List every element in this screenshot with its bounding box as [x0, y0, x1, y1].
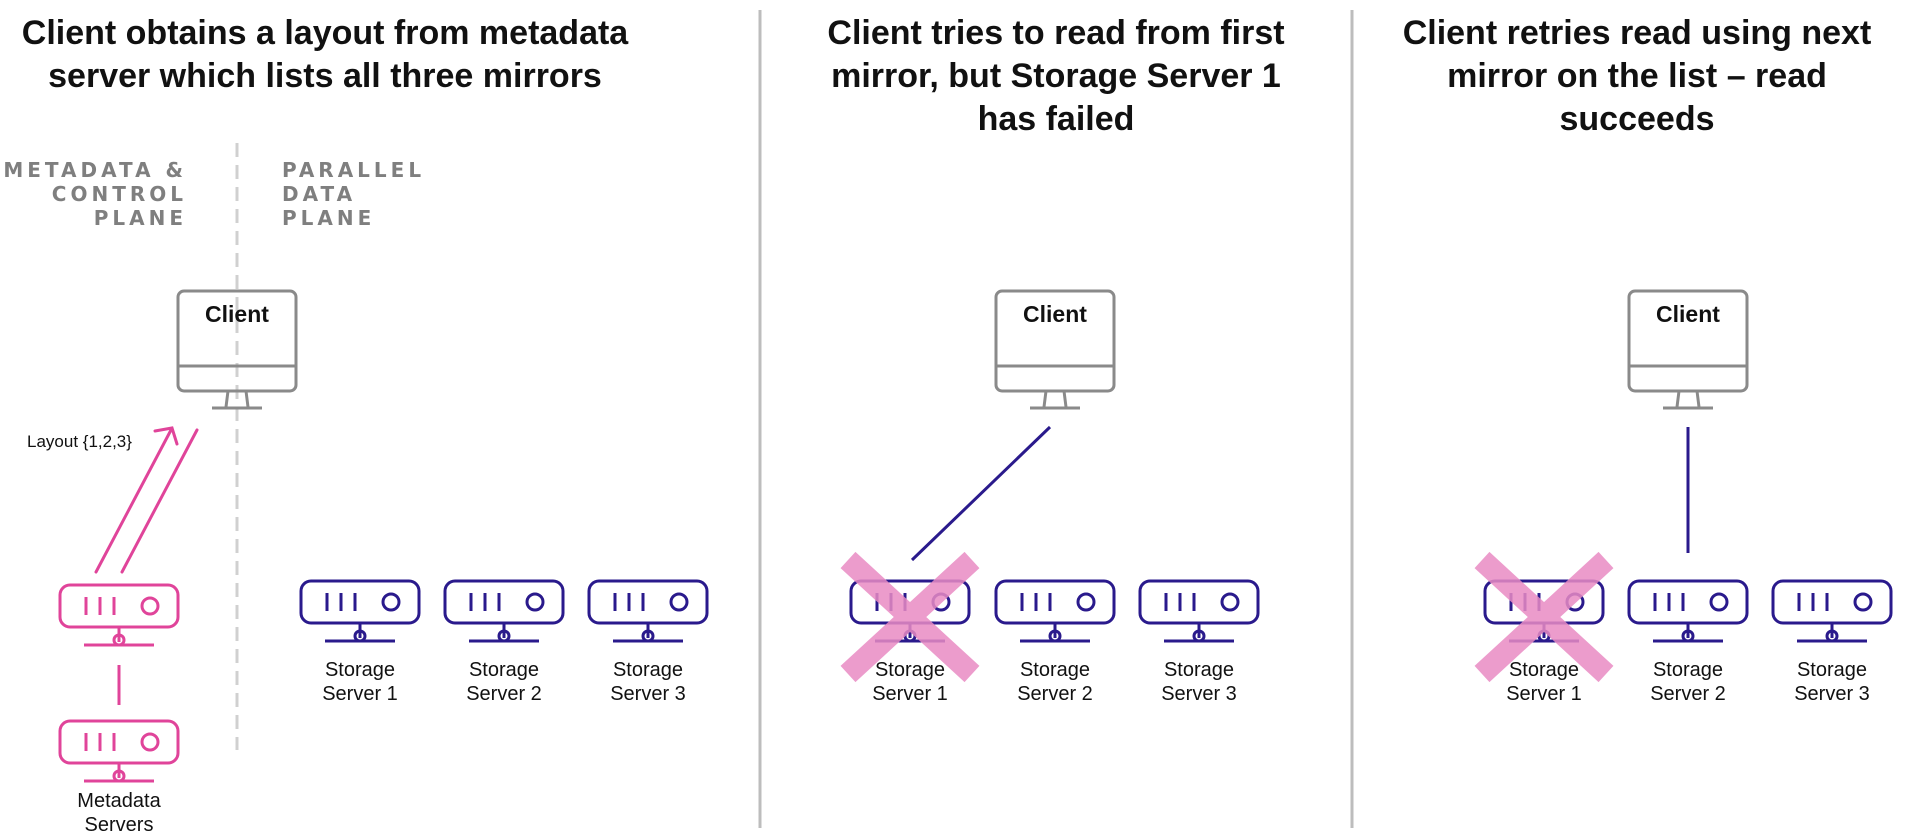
storage-server-1-label: Storage Server 1 [290, 658, 430, 706]
failed-cross-icon [840, 551, 980, 683]
panel-3-title-line: Client retries read using next [1402, 14, 1872, 52]
server-label-line: Server 2 [1017, 683, 1093, 705]
plane-label-line: DATA [282, 182, 357, 206]
server-label-line: Server 2 [466, 683, 542, 705]
storage-server-1-label: Storage Server 1 [1474, 658, 1614, 706]
panel-2-title-line: mirror, but Storage Server 1 [831, 57, 1281, 95]
panel-1-title-line: server which lists all three mirrors [48, 57, 602, 95]
storage-server-3-label: Storage Server 3 [1129, 658, 1269, 706]
client-label: Client [1023, 301, 1087, 327]
storage-server-icon [1138, 579, 1260, 643]
plane-label-line: PARALLEL [282, 158, 426, 182]
client-monitor-icon [1627, 289, 1749, 410]
panel-3-title-line: mirror on the list – read [1447, 57, 1827, 95]
storage-server-3-label: Storage Server 3 [1762, 658, 1902, 706]
panel-3-title-line: succeeds [1559, 100, 1715, 138]
panel-2-title: Client tries to read from first mirror, … [762, 12, 1350, 141]
server-label-line: Storage [1508, 659, 1580, 681]
server-label-line: Storage [468, 659, 540, 681]
panel-3-title: Client retries read using next mirror on… [1354, 12, 1920, 141]
panel-1-title: Client obtains a layout from metadata se… [0, 12, 650, 98]
server-label-line: Storage [1019, 659, 1091, 681]
server-label-line: Server 3 [1794, 683, 1870, 705]
plane-label-line: CONTROL [51, 182, 187, 206]
storage-server-icon [587, 579, 709, 643]
storage-server-2-label: Storage Server 2 [1618, 658, 1758, 706]
plane-label-line: METADATA & [3, 158, 187, 182]
plane-label-line: PLANE [282, 206, 376, 230]
server-label-line: Server 3 [610, 683, 686, 705]
parallel-data-plane-label: PARALLEL DATA PLANE [282, 158, 425, 230]
storage-server-2-label: Storage Server 2 [985, 658, 1125, 706]
storage-server-2-label: Storage Server 2 [434, 658, 574, 706]
server-label-line: Server 1 [872, 683, 948, 705]
metadata-servers-label: Metadata Servers [49, 789, 189, 837]
metadata-label-line: Servers [84, 814, 154, 836]
panel-2-title-line: Client tries to read from first [827, 14, 1285, 52]
server-label-line: Server 1 [322, 683, 398, 705]
failed-cross-icon [1474, 551, 1614, 683]
server-label-line: Server 1 [1506, 683, 1582, 705]
storage-server-icon [443, 579, 565, 643]
client-label: Client [1656, 301, 1720, 327]
storage-server-icon [1627, 579, 1749, 643]
metadata-server-icon [58, 583, 180, 647]
client-monitor-icon [994, 289, 1116, 410]
storage-server-1-label: Storage Server 1 [840, 658, 980, 706]
storage-server-icon [994, 579, 1116, 643]
server-label-line: Server 3 [1161, 683, 1237, 705]
client-monitor-icon [176, 289, 298, 410]
server-label-line: Storage [874, 659, 946, 681]
server-label-line: Storage [1796, 659, 1868, 681]
read-path-line [910, 425, 1052, 562]
server-label-line: Storage [1163, 659, 1235, 681]
metadata-label-line: Metadata [77, 790, 161, 812]
storage-server-icon [1771, 579, 1893, 643]
client-label: Client [205, 301, 269, 327]
storage-server-icon [299, 579, 421, 643]
server-label-line: Storage [612, 659, 684, 681]
layout-annotation: Layout {1,2,3} [27, 432, 132, 451]
metadata-server-icon [58, 719, 180, 783]
plane-label-line: PLANE [93, 206, 187, 230]
server-label-line: Storage [324, 659, 396, 681]
server-label-line: Storage [1652, 659, 1724, 681]
storage-server-3-label: Storage Server 3 [578, 658, 718, 706]
server-label-line: Server 2 [1650, 683, 1726, 705]
panel-1-title-line: Client obtains a layout from metadata [21, 14, 629, 52]
panel-2-title-line: has failed [977, 100, 1135, 138]
metadata-control-plane-label: METADATA & CONTROL PLANE [3, 158, 187, 230]
layout-exchange-arrows [94, 426, 199, 574]
